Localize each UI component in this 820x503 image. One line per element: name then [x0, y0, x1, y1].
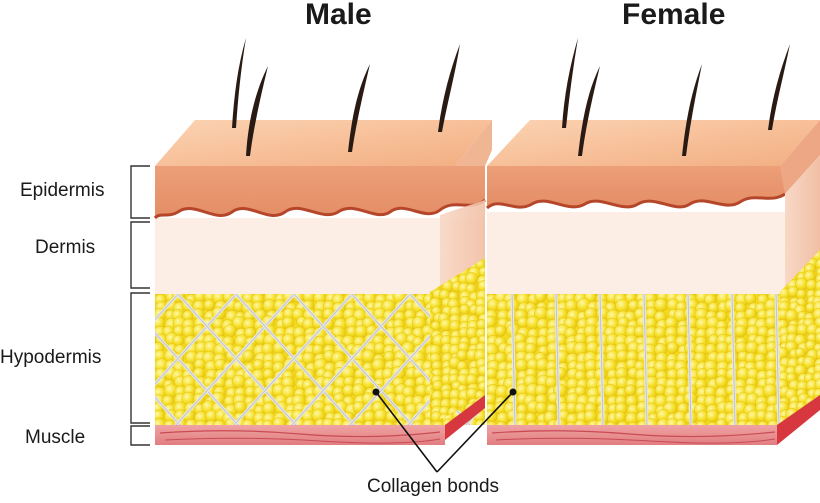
male-epidermis-layer — [155, 166, 485, 218]
hypodermis-label: Hypodermis — [0, 347, 101, 369]
female-skin-block — [474, 120, 820, 446]
collagen-bonds-label: Collagen bonds — [367, 476, 499, 498]
male-title: Male — [305, 0, 372, 32]
male-callout-dot — [373, 389, 380, 396]
female-title: Female — [622, 0, 725, 32]
female-callout-dot — [510, 389, 517, 396]
dermis-label: Dermis — [35, 237, 95, 259]
female-dermis-layer — [487, 212, 785, 294]
muscle-label: Muscle — [25, 427, 85, 449]
male-dermis-layer — [155, 218, 485, 294]
epidermis-label: Epidermis — [20, 180, 104, 202]
layer-brackets — [131, 166, 150, 445]
